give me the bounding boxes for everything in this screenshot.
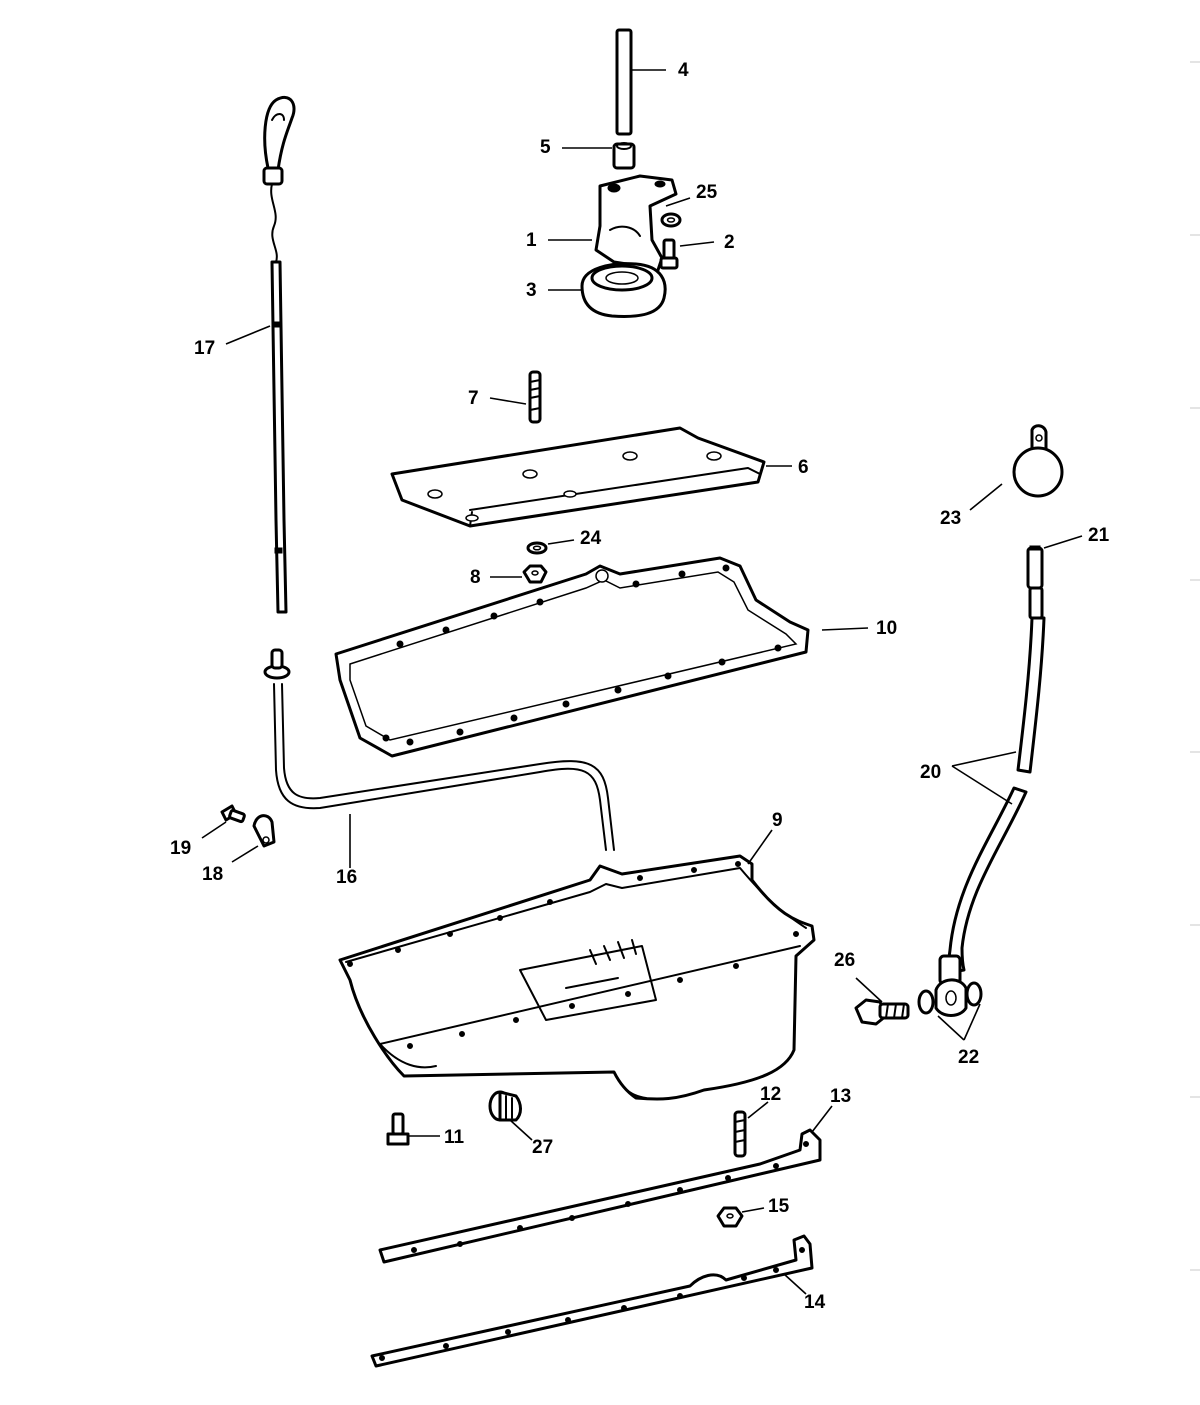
clip-18[interactable] bbox=[252, 814, 276, 848]
callout-9: 9 bbox=[772, 810, 783, 831]
callout-27: 27 bbox=[532, 1137, 553, 1158]
pickup-screen[interactable] bbox=[580, 262, 667, 318]
washer-25[interactable] bbox=[660, 212, 682, 228]
screw-19[interactable] bbox=[220, 804, 246, 824]
callout-7: 7 bbox=[468, 388, 479, 409]
callout-15: 15 bbox=[768, 1196, 790, 1217]
hose-fitting[interactable] bbox=[1026, 545, 1044, 620]
gasket-strip-14[interactable] bbox=[370, 1234, 814, 1368]
oil-pan[interactable] bbox=[338, 854, 816, 1101]
callout-3: 3 bbox=[526, 280, 537, 301]
callout-11: 11 bbox=[444, 1127, 465, 1148]
dipstick-tube[interactable] bbox=[263, 648, 615, 851]
oil-baffle[interactable] bbox=[390, 426, 766, 528]
callout-18: 18 bbox=[202, 864, 223, 885]
callout-12: 12 bbox=[760, 1084, 781, 1105]
bolt-2[interactable] bbox=[659, 238, 679, 270]
edge-ticks bbox=[1190, 61, 1200, 1271]
stud-7[interactable] bbox=[528, 370, 542, 424]
washers-22[interactable] bbox=[917, 978, 983, 1017]
stud-12[interactable] bbox=[733, 1110, 747, 1158]
nut-8[interactable] bbox=[522, 564, 548, 584]
callout-20: 20 bbox=[920, 762, 941, 783]
callout-17: 17 bbox=[194, 338, 215, 359]
callout-13: 13 bbox=[830, 1086, 851, 1107]
callout-26: 26 bbox=[834, 950, 855, 971]
leader-lines bbox=[201, 69, 1083, 1295]
callout-2: 2 bbox=[724, 232, 735, 253]
gasket-strip-13[interactable] bbox=[378, 1128, 822, 1264]
callout-23: 23 bbox=[940, 508, 961, 529]
callout-19: 19 bbox=[170, 838, 191, 859]
tag-23[interactable] bbox=[1012, 424, 1064, 498]
pan-gasket[interactable] bbox=[334, 556, 810, 758]
callout-21: 21 bbox=[1088, 525, 1110, 546]
callout-25: 25 bbox=[696, 182, 718, 203]
callout-14: 14 bbox=[804, 1292, 826, 1313]
drive-shaft[interactable] bbox=[615, 28, 633, 136]
dipstick[interactable] bbox=[262, 95, 296, 614]
drain-hose[interactable] bbox=[938, 616, 1046, 986]
callout-6: 6 bbox=[798, 457, 809, 478]
washer-24[interactable] bbox=[526, 541, 548, 555]
bolt-11[interactable] bbox=[386, 1112, 410, 1146]
callout-8: 8 bbox=[470, 567, 481, 588]
callout-1: 1 bbox=[526, 230, 537, 251]
banjo-bolt-26[interactable] bbox=[854, 998, 910, 1026]
callout-22: 22 bbox=[958, 1047, 979, 1068]
drain-plug-27[interactable] bbox=[488, 1090, 522, 1122]
callout-4: 4 bbox=[678, 60, 689, 81]
callouts: 4 5 25 1 2 3 17 7 6 23 21 24 8 10 20 9 1… bbox=[170, 60, 1110, 1313]
callout-10: 10 bbox=[876, 618, 897, 639]
callout-5: 5 bbox=[540, 137, 551, 158]
nut-15[interactable] bbox=[716, 1206, 744, 1228]
callout-24: 24 bbox=[580, 528, 602, 549]
coupling[interactable] bbox=[612, 142, 636, 170]
callout-16: 16 bbox=[336, 867, 357, 888]
